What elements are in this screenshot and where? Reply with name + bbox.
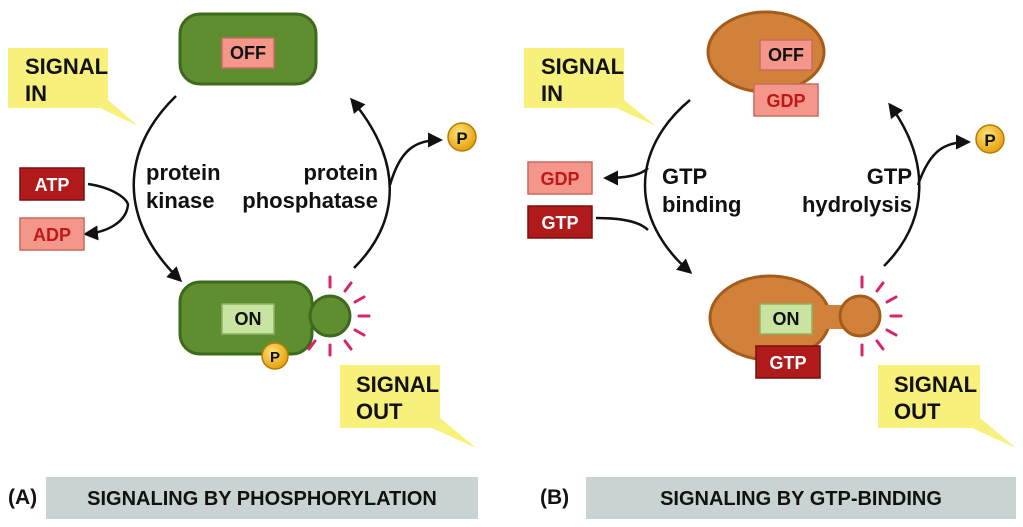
phosphate-release-arrow-b <box>916 134 971 186</box>
right-enzyme-line2: phosphatase <box>242 188 378 213</box>
adp-box: ADP <box>19 217 85 251</box>
off-label-a: OFF <box>230 43 266 63</box>
gdp-label: GDP <box>540 169 579 189</box>
signal-out-line1-b: SIGNAL <box>894 372 977 397</box>
left-cycle-arrow-b <box>643 99 693 274</box>
left-process-line1: GTP <box>662 164 707 189</box>
signal-out-line2-b: OUT <box>894 399 941 424</box>
signal-in-callout-b: SIGNAL IN <box>524 48 656 126</box>
bound-phosphate-label: P <box>270 349 280 366</box>
gtp-box: GTP <box>527 205 593 239</box>
panel-a: OFF P ATP ADP protein kinase protein pho… <box>8 12 478 519</box>
signal-in-line1-b: SIGNAL <box>541 54 624 79</box>
off-label-b: OFF <box>768 45 804 65</box>
right-enzyme-line1: protein <box>303 160 378 185</box>
signal-out-line1-a: SIGNAL <box>356 372 439 397</box>
off-protein-a: OFF <box>178 12 318 86</box>
gdp-box: GDP <box>527 161 593 195</box>
signal-out-line2-a: OUT <box>356 399 403 424</box>
signal-in-line1-a: SIGNAL <box>25 54 108 79</box>
phosphate-release-arrow-a <box>388 132 443 186</box>
phosphate-label-b: P <box>984 131 995 150</box>
signal-out-callout-a: SIGNAL OUT <box>340 365 476 448</box>
gtp-label: GTP <box>541 213 578 233</box>
left-enzyme-line2: kinase <box>146 188 215 213</box>
left-process-line2: binding <box>662 192 741 217</box>
signal-in-callout-a: SIGNAL IN <box>8 48 138 126</box>
right-cycle-arrow-a <box>350 97 391 269</box>
caption-b: SIGNALING BY GTP-BINDING <box>660 488 942 510</box>
gtp-in-arrow <box>595 216 649 231</box>
left-enzyme-line1: protein <box>146 160 221 185</box>
phosphate-label-a: P <box>456 129 467 148</box>
caption-a: SIGNALING BY PHOSPHORYLATION <box>87 488 437 510</box>
atp-label: ATP <box>35 175 70 195</box>
signal-in-line2-a: IN <box>25 81 47 106</box>
phosphate-icon-b: P <box>975 124 1005 154</box>
caption-bar-b <box>586 477 1016 519</box>
adp-out-arrow <box>83 204 130 241</box>
on-label-b: ON <box>773 309 800 329</box>
on-protein-a: ON P <box>178 280 352 370</box>
gdp-out-arrow <box>603 167 649 186</box>
left-cycle-arrow-a <box>132 95 183 283</box>
atp-box: ATP <box>19 167 85 201</box>
active-glow-a <box>307 275 371 357</box>
panel-b: OFF GDP P GDP GTP GTP binding GTP hydrol… <box>524 10 1016 519</box>
on-protein-b: ON GTP <box>708 274 882 379</box>
off-nucleotide-label: GDP <box>766 91 805 111</box>
atp-in-arrow <box>87 182 130 206</box>
right-process-line2: hydrolysis <box>802 192 912 217</box>
phosphate-icon: P <box>447 122 477 152</box>
signal-out-callout-b: SIGNAL OUT <box>878 365 1016 448</box>
caption-bar-a <box>46 477 478 519</box>
adp-label: ADP <box>33 225 71 245</box>
right-process-line1: GTP <box>867 164 912 189</box>
panel-label-b: (B) <box>540 486 569 509</box>
on-nucleotide-label: GTP <box>769 353 806 373</box>
panel-label-a: (A) <box>8 486 37 509</box>
off-protein-b: OFF GDP <box>706 10 826 117</box>
on-label-a: ON <box>235 309 262 329</box>
active-glow-b <box>860 275 903 357</box>
right-cycle-arrow-b <box>883 102 921 267</box>
bound-phosphate-icon <box>261 342 289 370</box>
signal-in-line2-b: IN <box>541 81 563 106</box>
